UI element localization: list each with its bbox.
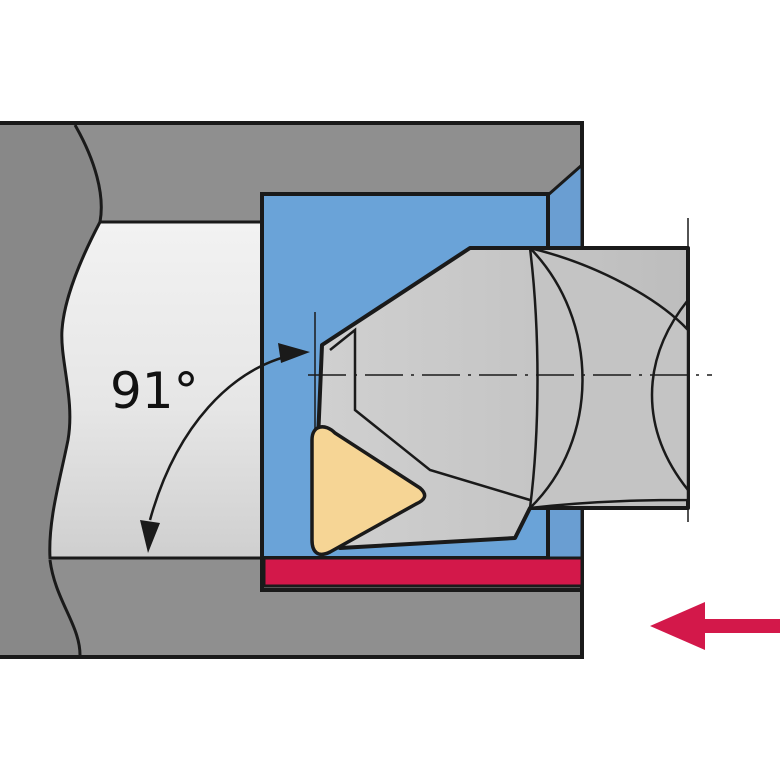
insert bbox=[310, 425, 427, 557]
angle-label: 91° bbox=[110, 362, 199, 420]
feed-arrow bbox=[650, 602, 780, 650]
angle-indicator bbox=[140, 343, 310, 553]
tool-shank bbox=[316, 246, 690, 550]
contact-strip bbox=[262, 556, 584, 588]
bore bbox=[48, 220, 266, 560]
